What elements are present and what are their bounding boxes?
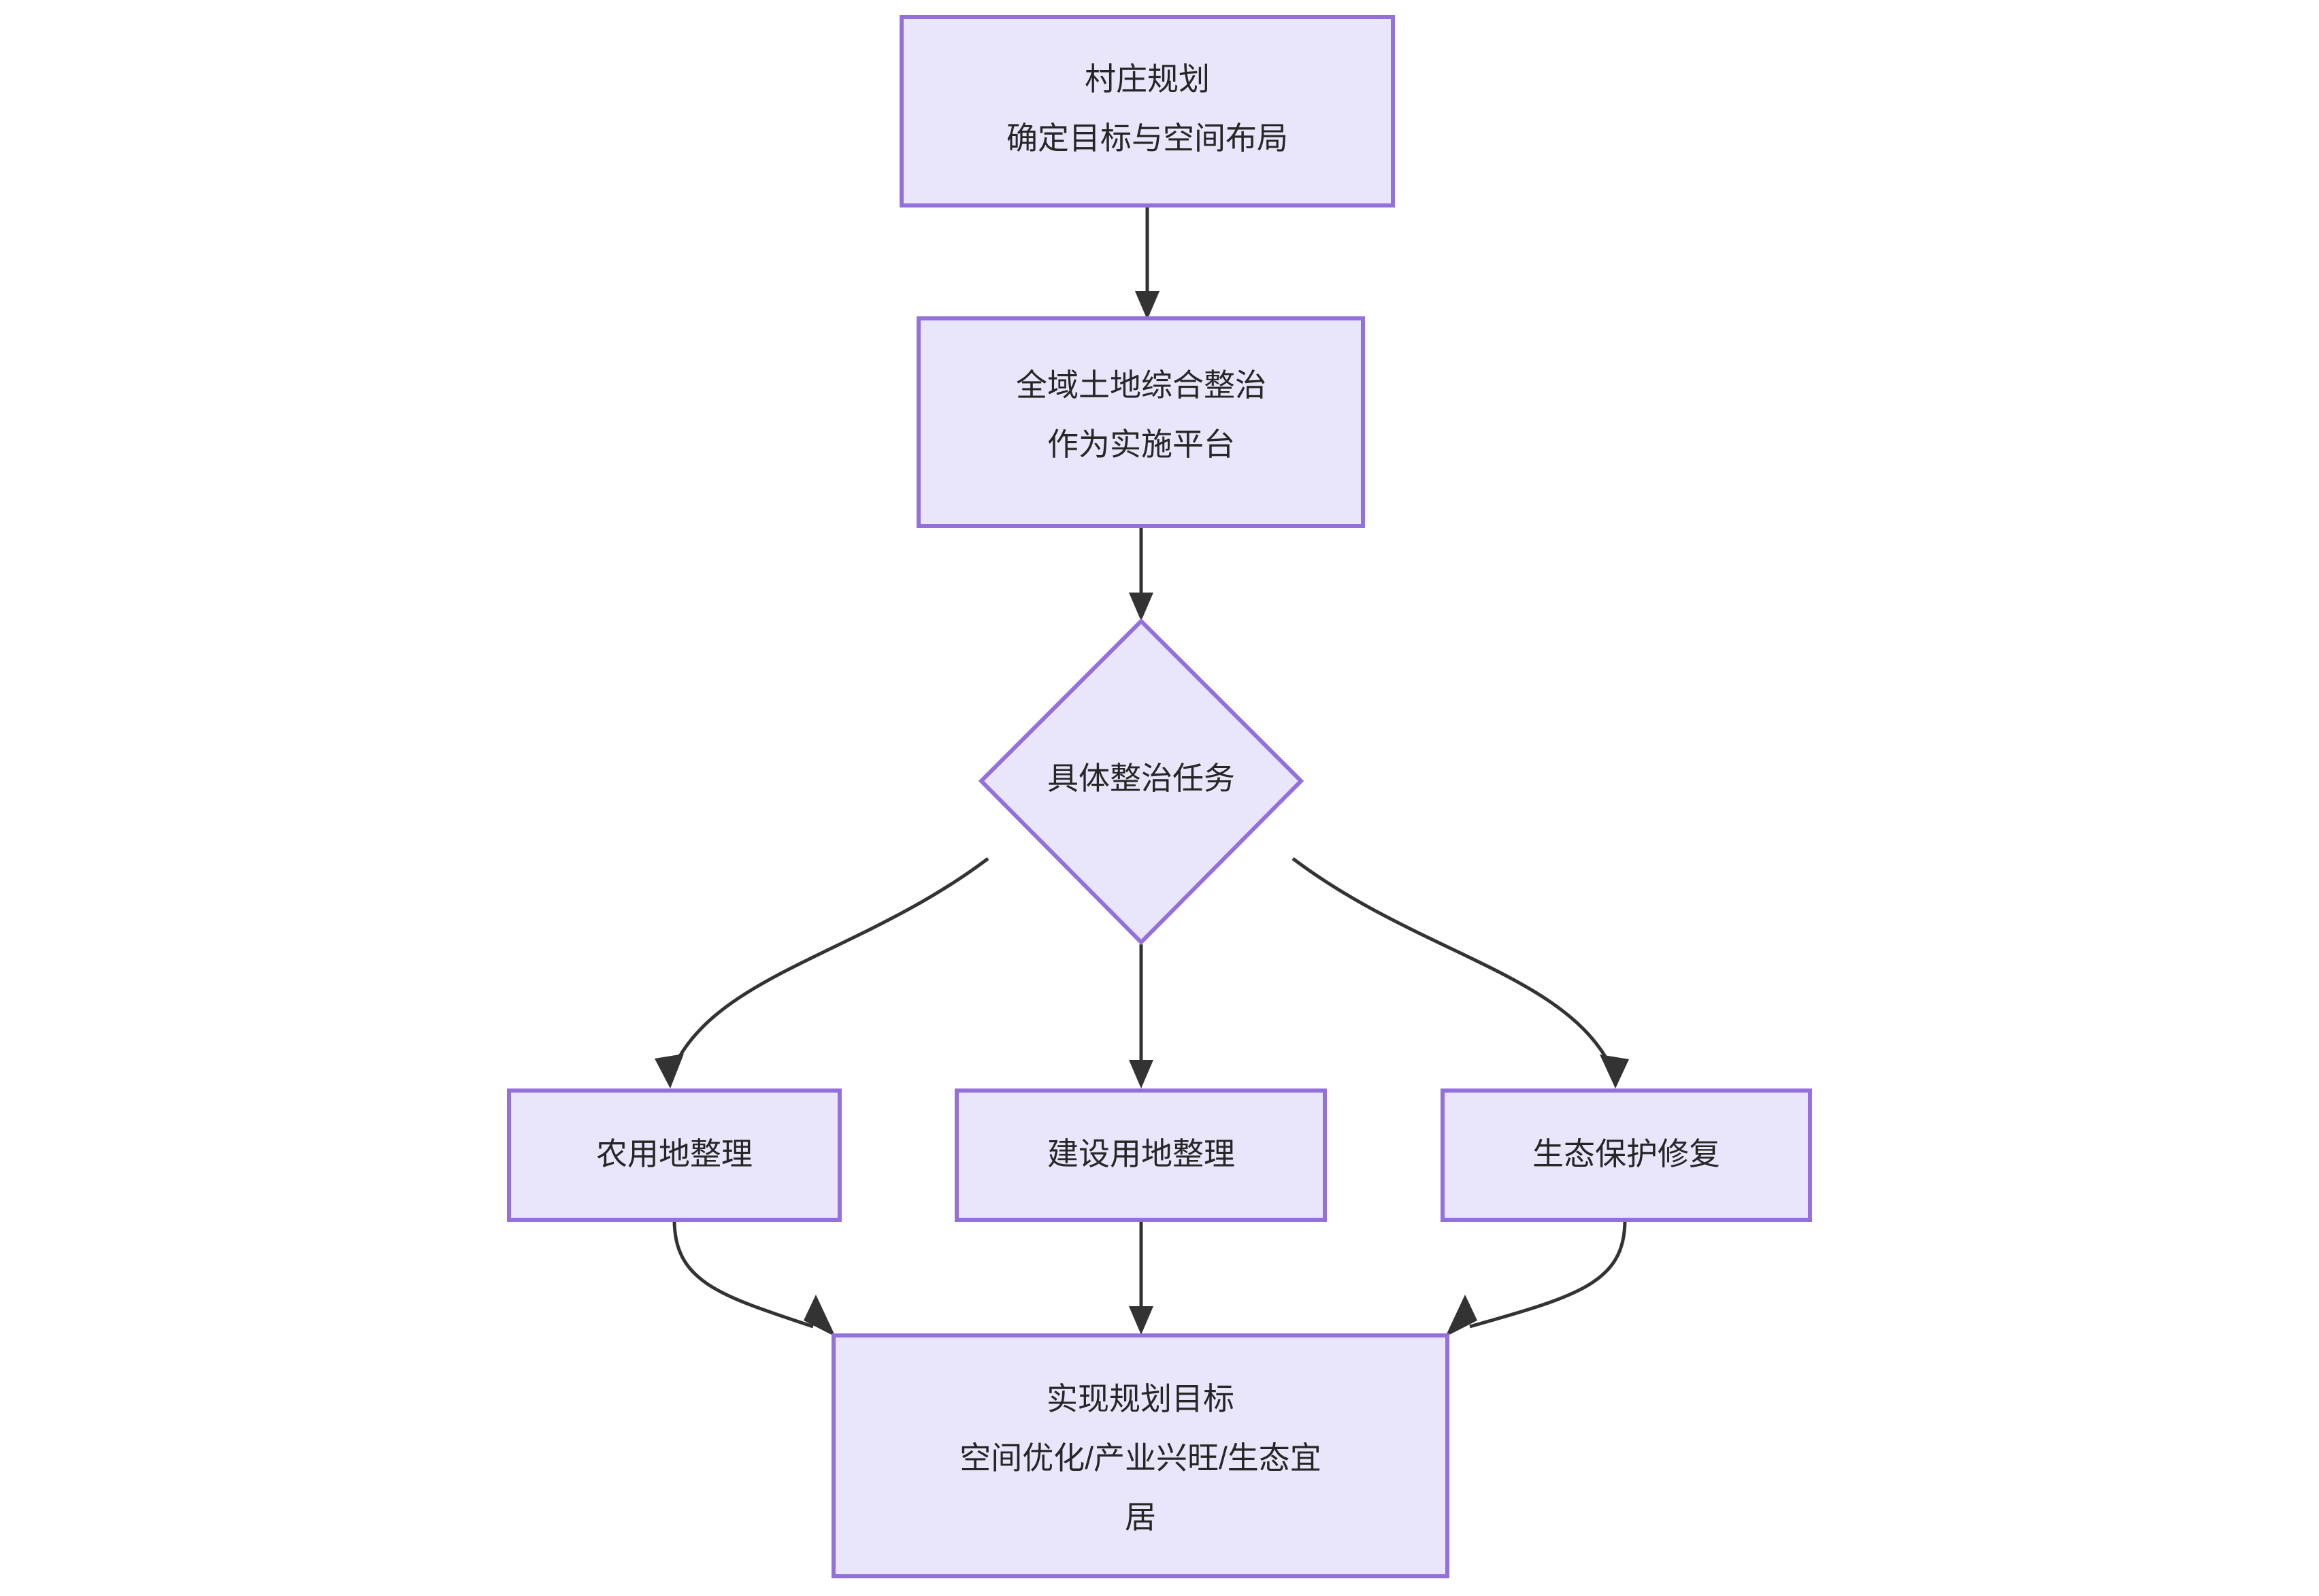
edge-landconsolidation-to-tasks xyxy=(1129,526,1153,621)
node-box[interactable] xyxy=(1441,1088,1812,1222)
node-village-planning[interactable]: 村庄规划 确定目标与空间布局 xyxy=(900,15,1395,207)
node-label-line3: 居 xyxy=(1125,1499,1156,1535)
node-achieve-planning-goal[interactable]: 实现规划目标 空间优化/产业兴旺/生态宜 居 xyxy=(832,1333,1449,1578)
arrowhead-icon xyxy=(1600,1054,1629,1088)
edge-curve xyxy=(1469,1219,1627,1329)
edge-tasks-to-farmland xyxy=(655,857,989,1088)
node-diamond[interactable] xyxy=(978,618,1304,946)
edge-tasks-to-ecology xyxy=(1292,857,1629,1088)
edge-farmland-to-goal xyxy=(672,1219,836,1337)
edge-tasks-to-constructionland xyxy=(1129,944,1153,1088)
edge-curve xyxy=(673,857,989,1066)
arrowhead-icon xyxy=(1129,593,1153,621)
arrowhead-icon xyxy=(1445,1295,1477,1337)
node-layer: 村庄规划 确定目标与空间布局 全域土地综合整治 作为实施平台 具体整治任务 农用… xyxy=(507,15,1812,1578)
node-label-line1: 全域土地综合整治 xyxy=(1016,367,1266,403)
node-box[interactable] xyxy=(955,1088,1327,1222)
node-box[interactable] xyxy=(917,316,1365,528)
edge-curve xyxy=(1292,857,1612,1066)
node-label-line1: 建设用地整理 xyxy=(1047,1136,1235,1171)
edge-curve xyxy=(672,1219,814,1329)
edge-layer xyxy=(655,205,1629,1337)
node-box[interactable] xyxy=(832,1333,1449,1578)
node-specific-tasks-decision[interactable]: 具体整治任务 xyxy=(978,618,1304,946)
node-label-line1: 实现规划目标 xyxy=(1047,1381,1234,1416)
edge-villageplan-to-landconsolidation xyxy=(1135,205,1160,320)
node-label-line1: 农用地整理 xyxy=(596,1136,753,1171)
arrowhead-icon xyxy=(1135,291,1160,320)
node-construction-land-consolidation[interactable]: 建设用地整理 xyxy=(955,1088,1327,1222)
arrowhead-icon xyxy=(1129,1306,1153,1335)
node-comprehensive-land-consolidation[interactable]: 全域土地综合整治 作为实施平台 xyxy=(917,316,1365,528)
node-box[interactable] xyxy=(507,1088,842,1222)
node-label-line1: 具体整治任务 xyxy=(1047,761,1235,796)
node-label-line2: 空间优化/产业兴旺/生态宜 xyxy=(959,1440,1321,1476)
edge-ecology-to-goal xyxy=(1445,1219,1627,1337)
node-farmland-consolidation[interactable]: 农用地整理 xyxy=(507,1088,842,1222)
edge-constructionland-to-goal xyxy=(1129,1220,1153,1335)
node-label-line1: 村庄规划 xyxy=(1085,61,1210,97)
arrowhead-icon xyxy=(804,1295,836,1337)
node-ecological-protection-restoration[interactable]: 生态保护修复 xyxy=(1441,1088,1812,1222)
node-label-line1: 生态保护修复 xyxy=(1532,1136,1720,1171)
arrowhead-icon xyxy=(655,1054,684,1088)
arrowhead-icon xyxy=(1129,1060,1153,1088)
node-label-line2: 作为实施平台 xyxy=(1047,427,1235,462)
node-label-line2: 确定目标与空间布局 xyxy=(1006,120,1288,156)
node-box[interactable] xyxy=(900,15,1395,207)
